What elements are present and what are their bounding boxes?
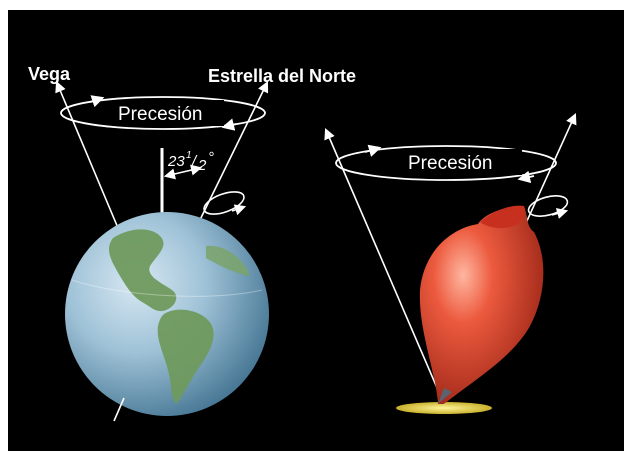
precession-label-bg-right — [404, 149, 522, 175]
precession-arrow-left-top — [89, 95, 105, 108]
earth-globe-icon — [65, 212, 269, 416]
tilt-angle-arrow — [163, 164, 203, 180]
precession-ellipse-left — [60, 96, 266, 130]
north-star-axis-line — [195, 80, 269, 229]
precession-label-left: Precesión — [118, 104, 203, 125]
precession-arrow-right-top — [364, 144, 382, 157]
spin-ellipse-left — [203, 191, 245, 215]
precession-ellipse-right — [335, 145, 557, 181]
spin-arrow-left — [231, 204, 247, 216]
top-cone-line-left — [324, 127, 445, 405]
vega-axis-line — [55, 80, 119, 229]
tilt-angle-slash: / — [191, 153, 198, 170]
precession-arrow-left-bottom — [221, 118, 237, 131]
earth-group — [55, 80, 269, 422]
precession-arrow-right-bottom — [517, 170, 535, 184]
top-group — [324, 112, 577, 414]
top-shadow — [396, 402, 492, 414]
tilt-angle-denominator: 2 — [197, 157, 207, 174]
spinning-top-icon — [419, 205, 544, 404]
north-star-label: Estrella del Norte — [208, 66, 356, 86]
spin-ellipse-right — [527, 195, 569, 217]
tilt-angle-whole: 23 — [167, 153, 185, 170]
tilt-angle-label: 23 1 / 2 ° — [167, 149, 214, 174]
vega-label: Vega — [28, 64, 71, 84]
precession-label-right: Precesión — [408, 153, 493, 174]
tilt-angle-numerator: 1 — [186, 150, 192, 161]
tilt-angle-degree: ° — [208, 149, 214, 166]
spin-arrow-right — [551, 208, 569, 219]
precession-label-bg-left — [112, 100, 224, 126]
earth-axis-bottom — [113, 397, 125, 422]
